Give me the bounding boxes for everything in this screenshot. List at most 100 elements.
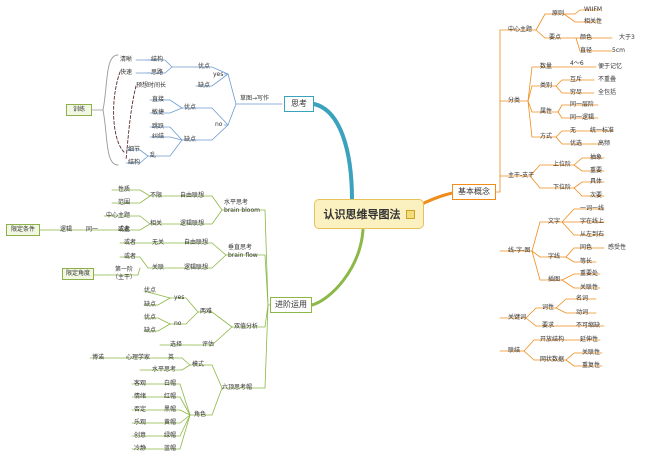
node-no[interactable]: no xyxy=(215,121,223,128)
node-jump[interactable]: 跳跃 xyxy=(152,123,165,130)
node-a-yes[interactable]: yes xyxy=(174,294,185,301)
node-idea[interactable]: 思路 xyxy=(151,69,164,76)
node-leftright[interactable]: 从左到右 xyxy=(580,231,605,238)
node-extend[interactable]: 延伸性 xyxy=(580,336,599,343)
node-diameter[interactable]: 直径 xyxy=(580,47,593,54)
node-category[interactable]: 类别 xyxy=(540,82,553,89)
node-classify[interactable]: 分类 xyxy=(508,97,521,104)
node-objective[interactable]: 客观 xyxy=(134,380,147,387)
node-structure2[interactable]: 结构 xyxy=(128,159,141,166)
node-nature[interactable]: 性质 xyxy=(118,186,131,193)
node-structure[interactable]: 结构 xyxy=(151,56,164,63)
node-uk[interactable]: 英 xyxy=(168,354,175,361)
node-connect[interactable]: 联结 xyxy=(508,347,521,354)
node-or[interactable]: 或者 xyxy=(118,226,131,233)
node-centertopic[interactable]: 中心主题 xyxy=(106,212,131,219)
node-con[interactable]: 缺点 xyxy=(198,82,211,89)
node-choose[interactable]: 优选 xyxy=(570,140,583,147)
node-relation[interactable]: 关联 xyxy=(152,264,165,271)
node-illustration[interactable]: 插图 xyxy=(548,276,561,283)
limit-angle-box[interactable]: 限定角度 xyxy=(62,268,94,280)
root-topic[interactable]: 认识思维导图法 xyxy=(314,199,424,229)
node-horizontal2[interactable]: 水平思考 xyxy=(152,366,177,373)
limit-condition-box[interactable]: 限定条件 xyxy=(6,224,40,236)
node-a-con[interactable]: 缺点 xyxy=(144,301,157,308)
node-unify[interactable]: 统一标准 xyxy=(590,127,615,134)
branch-basic[interactable]: 基本概念 xyxy=(452,184,496,200)
node-yellow[interactable]: 黄帽 xyxy=(164,419,177,426)
node-linewordpic[interactable]: 线-字-图 xyxy=(508,247,531,254)
node-blue[interactable]: 蓝帽 xyxy=(164,445,177,452)
node-detail[interactable]: 细节 xyxy=(128,146,141,153)
node-exhaust[interactable]: 穷尽 xyxy=(570,89,583,96)
node-unrelated[interactable]: 无关 xyxy=(152,239,165,246)
node-vertical[interactable]: 垂直思考 brain flow xyxy=(228,244,258,260)
node-wordline[interactable]: 字线 xyxy=(548,253,561,260)
node-range[interactable]: 4～6 xyxy=(570,60,584,67)
node-role[interactable]: 角色 xyxy=(194,411,207,418)
node-psychologist[interactable]: 心理学家 xyxy=(126,354,151,361)
node-unlimited[interactable]: 不限 xyxy=(150,192,163,199)
node-net[interactable]: 网状数据 xyxy=(540,356,565,363)
node-secondary[interactable]: 次要 xyxy=(590,192,603,199)
node-a-pro[interactable]: 优点 xyxy=(144,287,157,294)
node-noreduce[interactable]: 不可缩缺 xyxy=(576,322,601,329)
node-sketch-write[interactable]: 草图→写作 xyxy=(240,95,270,102)
node-or2[interactable]: 或此 xyxy=(118,226,131,233)
node-a-no[interactable]: no xyxy=(174,320,182,327)
node-calm[interactable]: 冷静 xyxy=(134,445,147,452)
node-color[interactable]: 颜色 xyxy=(580,34,593,41)
node-preset[interactable]: 预想时间长 xyxy=(136,82,167,89)
node-select[interactable]: 选择 xyxy=(170,341,183,348)
node-trunk[interactable]: 主干-支干 xyxy=(508,172,535,179)
node-double[interactable]: 双值分析 xyxy=(234,323,259,330)
node-keyplace[interactable]: 重要处 xyxy=(580,270,599,277)
node-messy[interactable]: 乱 xyxy=(150,152,157,159)
node-method[interactable]: 方式 xyxy=(540,133,553,140)
node-fast2[interactable]: 敏捷 xyxy=(152,109,165,116)
node-verb[interactable]: 动词 xyxy=(576,309,589,316)
node-repeat[interactable]: 重复性 xyxy=(582,362,601,369)
node-samelogic[interactable]: 同一逻辑 xyxy=(570,114,595,121)
node-text[interactable]: 文字 xyxy=(548,218,561,225)
node-relevance[interactable]: 相关性 xyxy=(584,18,603,25)
node-oneword[interactable]: 一词一线 xyxy=(580,205,605,212)
node-upper[interactable]: 上位阶 xyxy=(553,161,572,168)
node-horizontal[interactable]: 水平思考 brain bloom xyxy=(224,199,260,215)
node-relate2[interactable]: 关联性 xyxy=(582,349,601,356)
node-mode[interactable]: 模式 xyxy=(192,361,205,368)
node-or4[interactable]: 或者 xyxy=(124,253,137,260)
node-direct[interactable]: 直接 xyxy=(152,96,165,103)
node-emotion[interactable]: 情绪 xyxy=(134,393,147,400)
node-same[interactable]: 同一 xyxy=(86,226,99,233)
node-freeassoc[interactable]: 自由联想 xyxy=(180,192,205,199)
node-highfreq[interactable]: 高频 xyxy=(598,140,611,147)
node-abstract[interactable]: 抽象 xyxy=(590,154,603,161)
node-feel[interactable]: 感受性 xyxy=(608,244,627,251)
node-scope[interactable]: 范围 xyxy=(118,199,131,206)
node-logicassoc2[interactable]: 逻辑联想 xyxy=(184,264,209,271)
node-wordonline[interactable]: 字在线上 xyxy=(580,218,605,225)
node-negative[interactable]: 否定 xyxy=(134,406,147,413)
node-quantity[interactable]: 数量 xyxy=(540,63,553,70)
node-memory[interactable]: 便于记忆 xyxy=(598,63,623,70)
training-box[interactable]: 训练 xyxy=(66,104,92,116)
node-keyword[interactable]: 关键词 xyxy=(508,314,527,321)
node-level1[interactable]: 第一阶 （主干） xyxy=(112,266,136,282)
node-no-pro[interactable]: 优点 xyxy=(184,104,197,111)
node-equallen[interactable]: 等长 xyxy=(580,258,593,265)
node-optimistic[interactable]: 乐观 xyxy=(134,419,147,426)
node-relate[interactable]: 关联性 xyxy=(580,284,599,291)
node-attribute[interactable]: 属性 xyxy=(540,108,553,115)
node-pro[interactable]: 优点 xyxy=(198,63,211,70)
node-partspeech[interactable]: 词性 xyxy=(542,304,555,311)
node-more3[interactable]: 大于3 xyxy=(619,34,635,41)
node-logicassoc[interactable]: 逻辑联想 xyxy=(180,220,205,227)
node-green[interactable]: 绿帽 xyxy=(164,432,177,439)
node-allinclude[interactable]: 全包括 xyxy=(598,89,617,96)
node-samelevel[interactable]: 同一层阶 xyxy=(570,101,595,108)
node-yes[interactable]: yes xyxy=(213,71,224,78)
node-freeassoc2[interactable]: 自由联想 xyxy=(184,239,209,246)
node-noun[interactable]: 名词 xyxy=(576,295,589,302)
node-a-con2[interactable]: 缺点 xyxy=(144,327,157,334)
